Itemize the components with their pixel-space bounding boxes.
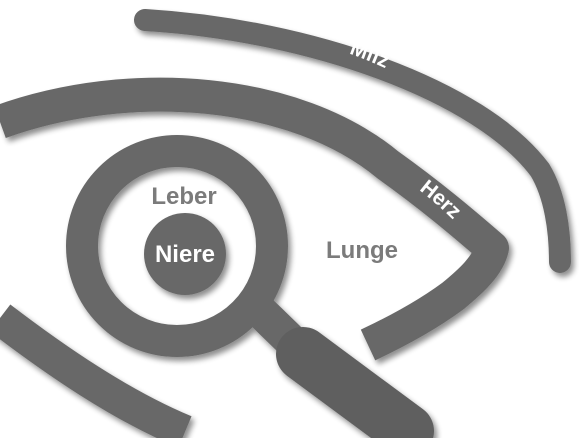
magnifier-grip-shape [276,327,434,438]
outer-arc-shape [134,9,571,273]
label-leber: Leber [151,183,216,210]
eye-outline-icon [0,77,509,361]
label-niere: Niere [155,241,215,268]
magnifying-glass-icon [66,135,288,357]
eye-lower-lid-shape [0,304,192,438]
label-lunge: Lunge [326,237,398,264]
center-disc-shape [144,213,226,295]
